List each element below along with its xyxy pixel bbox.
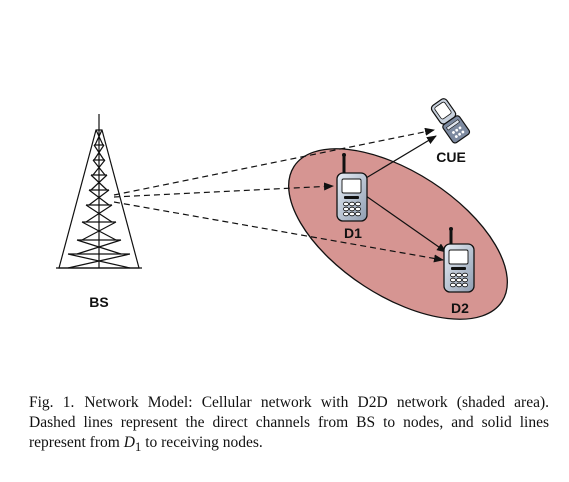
d1-to-cue-link <box>365 135 437 179</box>
bs-to-d1-link <box>113 182 334 198</box>
direct-channels <box>113 127 444 263</box>
figure-caption: Fig. 1.Network Model: Cellular network w… <box>29 393 549 457</box>
mobile-phone-icon <box>443 227 475 293</box>
figure-label: Fig. 1. <box>29 394 75 411</box>
caption-text-end: to receiving nodes. <box>141 434 263 451</box>
d2-label: D2 <box>451 300 469 316</box>
caption-text: Network Model: Cellular network with D2D… <box>29 394 549 451</box>
d1-subscript: 1 <box>134 439 142 455</box>
d2d-area <box>288 148 508 320</box>
network-model-diagram: BS CUE D1 D2 <box>56 98 508 320</box>
d2d-links <box>365 135 447 253</box>
mobile-phone-icon <box>336 153 368 222</box>
bs-label: BS <box>89 294 108 310</box>
bs-to-cue-link <box>113 127 435 196</box>
d1-label: D1 <box>344 225 362 241</box>
d1-symbol: D <box>123 434 135 451</box>
cue-label: CUE <box>436 149 466 165</box>
flip-phone-icon <box>430 98 471 144</box>
bs-to-d2-link <box>113 201 444 263</box>
cell-tower-icon <box>56 114 142 269</box>
d1-to-d2-link <box>365 195 447 253</box>
